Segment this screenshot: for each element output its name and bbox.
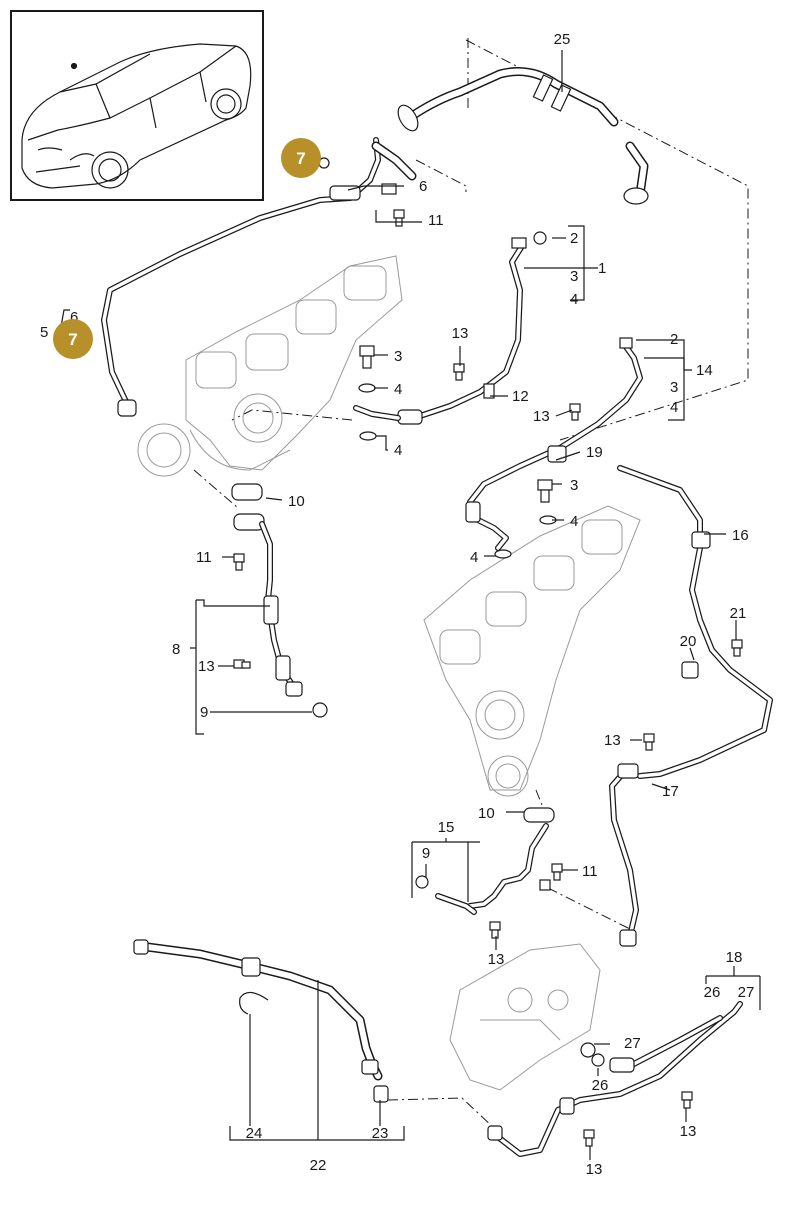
label-8: 8 <box>172 641 180 658</box>
label-9b: 9 <box>422 845 430 862</box>
label-13f: 13 <box>680 1123 697 1140</box>
label-26: 26 <box>704 984 721 1001</box>
bracket-20 <box>681 661 699 679</box>
label-3: 3 <box>570 268 578 285</box>
callout-top[interactable]: 7 <box>281 138 321 178</box>
bolt-13d <box>643 733 655 751</box>
oil-line-18 <box>487 1001 743 1157</box>
label-11c: 11 <box>582 863 598 880</box>
banjo-bolt-3b <box>537 479 553 503</box>
bolt-13b <box>569 403 581 421</box>
return-hose-16 <box>617 465 773 779</box>
label-13e: 13 <box>488 951 505 968</box>
label-11: 11 <box>428 212 444 229</box>
banjo-bolt-3a <box>359 345 375 369</box>
label-6: 6 <box>419 178 427 195</box>
oil-feed-line-1 <box>353 231 547 425</box>
leader-lines <box>59 50 761 1160</box>
label-4d: 4 <box>670 399 678 416</box>
car-icon <box>21 43 252 189</box>
callout-left-number: 7 <box>68 330 77 349</box>
label-13b: 13 <box>533 408 550 425</box>
label-27: 27 <box>738 984 755 1001</box>
label-26b: 26 <box>592 1077 609 1094</box>
bolt-13g <box>583 1129 595 1147</box>
o-ring-27 <box>580 1042 596 1058</box>
label-3b: 3 <box>394 348 402 365</box>
label-14: 14 <box>696 362 713 379</box>
turbocharger-right-outline <box>423 505 641 797</box>
turbocharger-left-outline <box>137 255 403 477</box>
bolt-11c <box>551 863 563 881</box>
oil-line-7 <box>101 137 417 417</box>
label-4e: 4 <box>570 513 578 530</box>
label-25: 25 <box>554 31 571 48</box>
label-27b: 27 <box>624 1035 641 1052</box>
oil-feed-line-14 <box>465 337 643 551</box>
label-4c: 4 <box>394 442 402 459</box>
bolt-13a <box>453 363 465 381</box>
bolt-13c <box>233 659 251 669</box>
clip-23 <box>373 1085 389 1103</box>
label-1: 1 <box>598 260 606 277</box>
label-13: 13 <box>452 325 469 342</box>
label-24: 24 <box>246 1125 263 1142</box>
intake-hose-25 <box>397 67 649 205</box>
part-labels: 25 6 11 2 1 3 4 5 6 3 4 4 13 12 2 14 3 4… <box>40 31 754 1178</box>
bolts <box>233 209 693 1147</box>
label-18: 18 <box>726 949 743 966</box>
bolt-21 <box>731 639 743 657</box>
label-10b: 10 <box>478 805 495 822</box>
label-23: 23 <box>372 1125 389 1142</box>
vehicle-thumbnail <box>10 10 264 201</box>
label-6b: 6 <box>70 309 78 326</box>
label-13g: 13 <box>586 1161 603 1178</box>
callout-top-number: 7 <box>296 149 305 168</box>
label-16: 16 <box>732 527 749 544</box>
o-ring-26 <box>591 1053 605 1067</box>
label-3d: 3 <box>570 477 578 494</box>
bolt-11b <box>233 553 245 571</box>
engine-block-outline <box>449 943 601 1091</box>
label-19: 19 <box>586 444 603 461</box>
label-17: 17 <box>662 783 679 800</box>
callout-left[interactable]: 7 <box>53 319 93 359</box>
label-5: 5 <box>40 324 48 341</box>
washer-4b <box>359 431 377 441</box>
coolant-hose-22 <box>133 939 383 1081</box>
label-22: 22 <box>310 1157 327 1174</box>
label-11b: 11 <box>196 549 212 566</box>
return-line-15 <box>415 807 555 915</box>
washer-4a <box>358 383 376 393</box>
return-line-17 <box>609 763 639 947</box>
bolt-13e <box>489 921 501 939</box>
label-4b: 4 <box>394 381 402 398</box>
label-4: 4 <box>570 291 578 308</box>
label-9: 9 <box>200 704 208 721</box>
assembly-guides <box>193 38 749 1129</box>
bolt-13f <box>681 1091 693 1109</box>
label-2b: 2 <box>670 331 678 348</box>
label-13c: 13 <box>198 658 215 675</box>
label-3c: 3 <box>670 379 678 396</box>
washer-4d <box>494 549 512 559</box>
hose-clamp-24 <box>239 991 269 1015</box>
label-4f: 4 <box>470 549 478 566</box>
label-10: 10 <box>288 493 305 510</box>
bolt-11a <box>393 209 405 227</box>
return-line-8 <box>231 483 328 718</box>
label-2: 2 <box>570 230 578 247</box>
label-15: 15 <box>438 819 455 836</box>
label-13d: 13 <box>604 732 621 749</box>
label-21: 21 <box>730 605 747 622</box>
label-20: 20 <box>680 633 697 650</box>
label-12: 12 <box>512 388 529 405</box>
